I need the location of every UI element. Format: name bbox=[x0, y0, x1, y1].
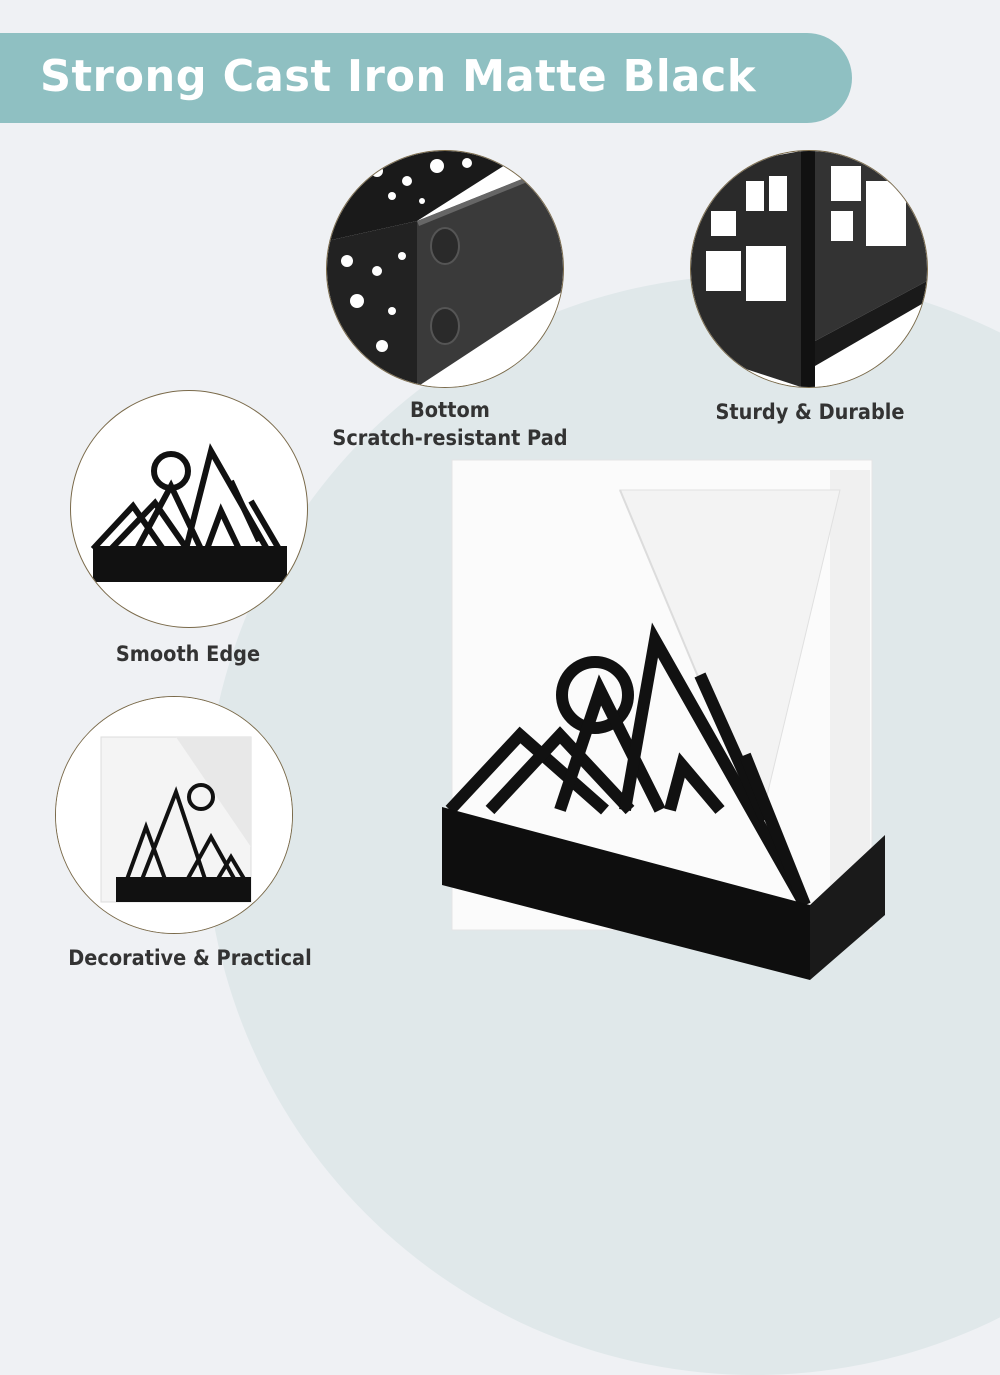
sturdy-frame-closeup-icon bbox=[691, 151, 927, 387]
feature-image-decorative bbox=[55, 696, 293, 934]
feature-label-scratch-pad: Bottom Scratch-resistant Pad bbox=[312, 396, 588, 452]
feature-label-decorative: Decorative & Practical bbox=[68, 946, 312, 970]
title-banner: Strong Cast Iron Matte Black bbox=[0, 33, 852, 123]
hero-product-image bbox=[430, 445, 900, 985]
scratch-pad-closeup-icon bbox=[327, 151, 563, 387]
feature-label-smooth-edge: Smooth Edge bbox=[115, 642, 261, 666]
napkin-holder-thumbnail-icon bbox=[56, 697, 292, 933]
feature-label-line1: Bottom bbox=[410, 398, 490, 422]
feature-image-scratch-pad bbox=[326, 150, 564, 388]
feature-image-smooth-edge bbox=[70, 390, 308, 628]
mountain-silhouette-icon bbox=[90, 443, 287, 582]
feature-label-sturdy: Sturdy & Durable bbox=[715, 400, 905, 424]
feature-label-line2: Scratch-resistant Pad bbox=[332, 426, 568, 450]
napkin-holder-hero-icon bbox=[442, 459, 885, 980]
feature-image-sturdy bbox=[690, 150, 928, 388]
banner-title: Strong Cast Iron Matte Black bbox=[40, 51, 757, 102]
